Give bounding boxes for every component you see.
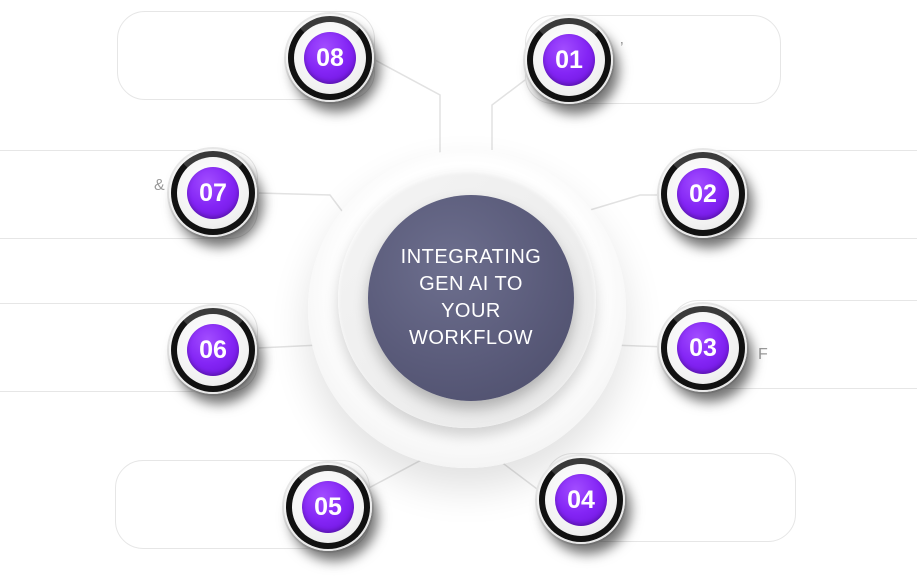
connector-02: [589, 194, 668, 211]
partial-glyph-01: ’: [620, 40, 624, 57]
step-number-08: 08: [304, 32, 356, 84]
hub-title: INTEGRATING GEN AI TO YOUR WORKFLOW: [400, 246, 542, 349]
step-badge-03: 03: [659, 304, 747, 392]
hub-core: INTEGRATING GEN AI TO YOUR WORKFLOW: [368, 195, 574, 401]
step-badge-05: 05: [284, 463, 372, 551]
connector-01: [491, 79, 526, 150]
step-number-04: 04: [555, 474, 607, 526]
connector-08: [374, 59, 441, 155]
step-badge-04: 04: [537, 456, 625, 544]
step-badge-08: 08: [286, 14, 374, 102]
connector-06: [257, 344, 321, 349]
step-badge-02: 02: [659, 150, 747, 238]
step-badge-06: 06: [169, 306, 257, 394]
partial-glyph-07: &: [154, 177, 165, 194]
step-number-06: 06: [187, 324, 239, 376]
step-number-05: 05: [302, 481, 354, 533]
connector-07: [257, 192, 346, 216]
partial-glyph-03: F: [758, 346, 768, 363]
step-number-01: 01: [543, 34, 595, 86]
step-number-07: 07: [187, 167, 239, 219]
step-badge-07: 07: [169, 149, 257, 237]
step-badge-01: 01: [525, 16, 613, 104]
step-number-03: 03: [677, 322, 729, 374]
step-number-02: 02: [677, 168, 729, 220]
